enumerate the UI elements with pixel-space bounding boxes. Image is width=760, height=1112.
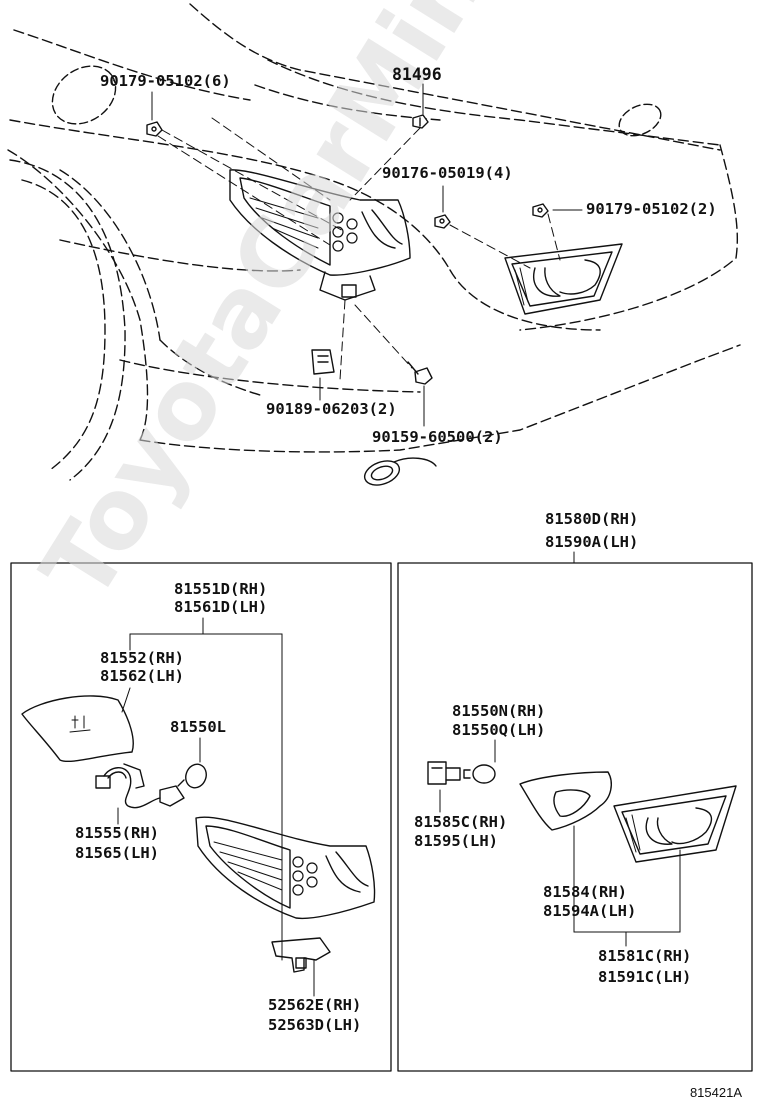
- label-81550Q: 81550Q(LH): [452, 721, 546, 739]
- bulb-81550N: [463, 764, 496, 784]
- gasket-81584: [519, 771, 612, 831]
- lens-81581C: [613, 785, 737, 863]
- nut-90179-05102-2: [532, 203, 549, 218]
- label-81565: 81565(LH): [75, 844, 159, 862]
- bulb-81550L: [177, 763, 207, 789]
- label-90179-05102-6: 90179-05102(6): [100, 72, 231, 90]
- right-bracket-lines: [439, 739, 681, 947]
- label-90189-06203-2: 90189-06203(2): [266, 400, 397, 418]
- clip-81496: [412, 114, 429, 129]
- label-81561D: 81561D(LH): [174, 598, 268, 616]
- label-81562: 81562(LH): [100, 667, 184, 685]
- vehicle-body-outline: [7, 3, 741, 453]
- top-assembly-lines: [157, 117, 561, 381]
- label-81585C: 81585C(RH): [414, 813, 508, 831]
- label-90159-60500-2: 90159-60500(2): [372, 428, 503, 446]
- label-81555: 81555(RH): [75, 824, 159, 842]
- label-81595: 81595(LH): [414, 832, 498, 850]
- nut-90176-05019-4: [434, 214, 451, 229]
- label-81550N: 81550N(RH): [452, 702, 546, 720]
- label-81551D: 81551D(RH): [174, 580, 268, 598]
- wire-harness-81555: [95, 763, 185, 809]
- fuel-lid: [51, 65, 117, 125]
- label-90179-05102-2: 90179-05102(2): [586, 200, 717, 218]
- gasket-81552: [21, 695, 134, 763]
- bracket-52562E: [271, 937, 331, 973]
- socket-81585C: [427, 761, 461, 785]
- label-52562E: 52562E(RH): [268, 996, 362, 1014]
- label-52563D: 52563D(LH): [268, 1016, 362, 1034]
- screw-90159-60500: [407, 361, 433, 385]
- label-81591C: 81591C(LH): [598, 968, 692, 986]
- diagram-reference-code: 815421A: [689, 1085, 742, 1100]
- left-bracket-lines: [117, 617, 315, 997]
- lens-81551D: [195, 816, 376, 920]
- rear-emblem: [618, 103, 662, 137]
- label-81550L: 81550L: [170, 718, 226, 736]
- label-81584: 81584(RH): [543, 883, 627, 901]
- wheel-arch: [9, 159, 126, 481]
- label-81580D: 81580D(RH): [545, 510, 639, 528]
- label-81552: 81552(RH): [100, 649, 184, 667]
- outer-tail-lamp-installed: [229, 169, 411, 301]
- exhaust-tip: [363, 457, 437, 486]
- top-leader-lines: [151, 83, 583, 427]
- right-assembly-box: [397, 562, 753, 1072]
- label-81590A: 81590A(LH): [545, 533, 639, 551]
- inner-tail-lamp-installed: [504, 243, 623, 315]
- clip-90189-06203: [311, 349, 335, 375]
- left-assembly-box: [10, 562, 392, 1072]
- label-90176-05019-4: 90176-05019(4): [382, 164, 513, 182]
- label-81594A: 81594A(LH): [543, 902, 637, 920]
- label-81581C: 81581C(RH): [598, 947, 692, 965]
- nut-90179-05102-6: [146, 121, 163, 137]
- label-81496: 81496: [392, 65, 442, 84]
